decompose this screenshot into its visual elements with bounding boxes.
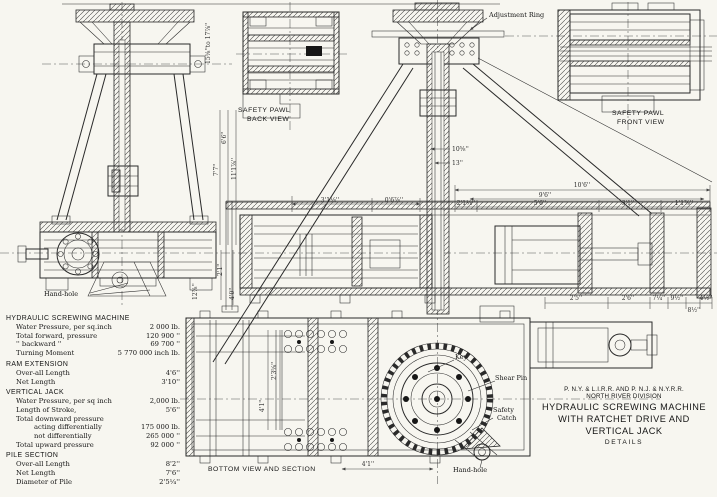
bottom-view — [185, 305, 658, 469]
dim-seg4: 1'1⅞'' — [675, 200, 694, 207]
dim-r4: 9½'' — [671, 295, 684, 302]
safety-pawl-front-caption: SAFETY PAWL — [612, 110, 664, 117]
title-block: P. N.Y. & L.I.R.R. AND P. N.J. & N.Y.R.R… — [531, 386, 717, 446]
safety-pawl-back-caption-2: BACK VIEW — [247, 116, 289, 123]
dim-pawl-range: 15⅝''to 17⅞'' — [205, 22, 212, 64]
spec-row: Total downward pressure — [16, 414, 104, 423]
dim-overall: 10'6'' — [574, 182, 591, 189]
dim-side-v3: 4'0'' — [229, 287, 236, 300]
dim-seg2: 5'6'' — [534, 200, 547, 207]
left-elevation-view — [51, 3, 209, 233]
horizontal-section-view — [221, 200, 712, 313]
safety-pawl-back-caption: SAFETY PAWL — [238, 107, 290, 114]
spec-section-heading: HYDRAULIC SCREWING MACHINE — [6, 315, 130, 322]
dim-side-v2: 12⅞'' — [192, 283, 199, 300]
safety-pawl-front-view — [557, 2, 712, 113]
spec-section-heading: PILE SECTION — [6, 452, 59, 460]
spec-row: '' backward ''69 700 '' — [16, 340, 180, 349]
dim-seg1: 2'1¼'' — [457, 200, 476, 207]
shear-pin-label: Shear Pin — [495, 374, 527, 382]
safety-pawl-front-caption-2: FRONT VIEW — [617, 119, 665, 126]
dim-bottom-span: 4'1'' — [362, 461, 375, 468]
dim-r2: 2'6'' — [622, 295, 635, 302]
dim-gap-v1: 6'6'' — [221, 131, 228, 144]
safety-catch-label-2: Catch — [497, 414, 516, 422]
dim-r1: 2'5'' — [570, 295, 583, 302]
dim-left2: 0'6⅞'' — [385, 197, 404, 204]
drawing-title-line2: WITH RATCHET DRIVE AND — [558, 414, 690, 424]
dim-gap-v3: 11'1⅞'' — [231, 157, 238, 180]
front-elevation-view — [212, 2, 713, 365]
dim-rail: 9'6'' — [539, 192, 552, 199]
dimension-annotations — [219, 110, 713, 471]
title-railroads: P. N.Y. & L.I.R.R. AND P. N.J. & N.Y.R.R… — [564, 386, 684, 393]
adjustment-ring-label: Adjustment Ring — [488, 11, 544, 19]
dim-seg3: 3'1'' — [622, 200, 635, 207]
dim-r3: 7¼'' — [653, 295, 666, 302]
bottom-view-caption: BOTTOM VIEW AND SECTION — [208, 466, 316, 473]
left-side-view — [17, 221, 217, 297]
key-label: Key — [455, 353, 468, 361]
dim-bottom-v2: 4'1'' — [259, 399, 266, 412]
dim-col-lower: 13'' — [452, 160, 463, 167]
drawing-title-line3: VERTICAL JACK — [585, 426, 663, 436]
hand-hole-left-label: Hand-hole — [44, 290, 78, 298]
safety-pawl-back-view — [242, 11, 340, 119]
ratchet-wheel — [380, 342, 494, 456]
drawing-subtitle: DETAILS — [604, 439, 644, 446]
dim-left1: 3'1⅛'' — [321, 197, 340, 204]
dim-bottom-v1: 2'3⅝'' — [271, 361, 278, 380]
drawing-title-line1: HYDRAULIC SCREWING MACHINE — [541, 402, 707, 412]
spec-row: Length of Stroke,5'6'' — [16, 405, 180, 414]
dim-gap-v2: 7'7'' — [213, 163, 220, 176]
dim-col-upper: 10⅝'' — [452, 146, 469, 153]
spec-table: HYDRAULIC SCREWING MACHINE Water Pressur… — [4, 312, 180, 487]
dim-r5: 4½'' — [700, 295, 713, 302]
spec-section-heading: VERTICAL JACK — [6, 389, 65, 397]
title-division: NORTH RIVER DIVISION — [586, 393, 662, 400]
hand-hole-bottom-label: Hand-hole — [453, 466, 487, 474]
dim-r6: 8½'' — [688, 307, 701, 314]
spec-section-heading: RAM EXTENSION — [6, 360, 69, 368]
dim-side-v1: 2'1'' — [217, 263, 224, 276]
safety-catch-label: Safety — [493, 406, 514, 414]
